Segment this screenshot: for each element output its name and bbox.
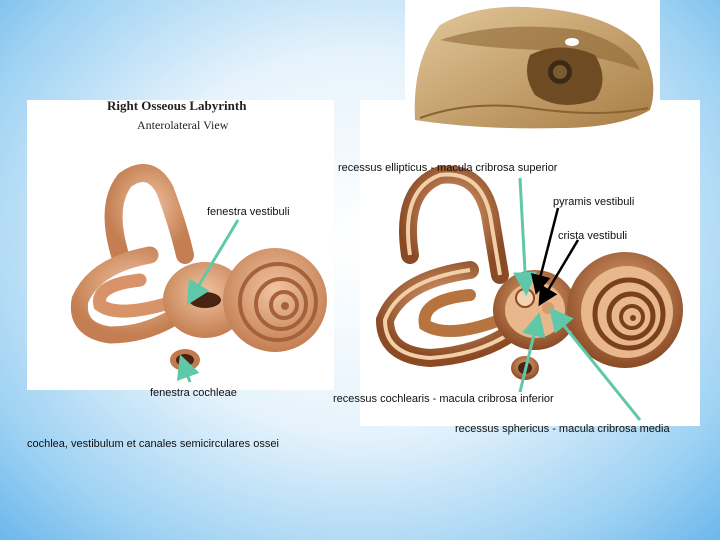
pointer-arrows — [176, 177, 642, 421]
skull-section-image — [414, 6, 654, 129]
label-recessus-cochlearis: recessus cochlearis - macula cribrosa in… — [333, 393, 554, 405]
label-crista-vestibuli: crista vestibuli — [558, 230, 628, 242]
left-panel-subtitle: Anterolateral View — [137, 118, 229, 132]
right-labyrinth-image — [375, 165, 683, 380]
label-fenestra-cochleae: fenestra cochleae — [150, 387, 237, 399]
label-pyramis-vestibuli: pyramis vestibuli — [553, 196, 635, 208]
caption: cochlea, vestibulum et canales semicircu… — [27, 438, 279, 450]
label-fenestra-vestibuli: fenestra vestibuli — [207, 206, 290, 218]
label-recessus-ellipticus: recessus ellipticus - macula cribrosa su… — [338, 162, 558, 174]
left-labyrinth-image — [70, 164, 327, 371]
label-recessus-sphericus: recessus sphericus - macula cribrosa med… — [455, 423, 670, 435]
left-panel-title: Right Osseous Labyrinth — [107, 98, 247, 113]
